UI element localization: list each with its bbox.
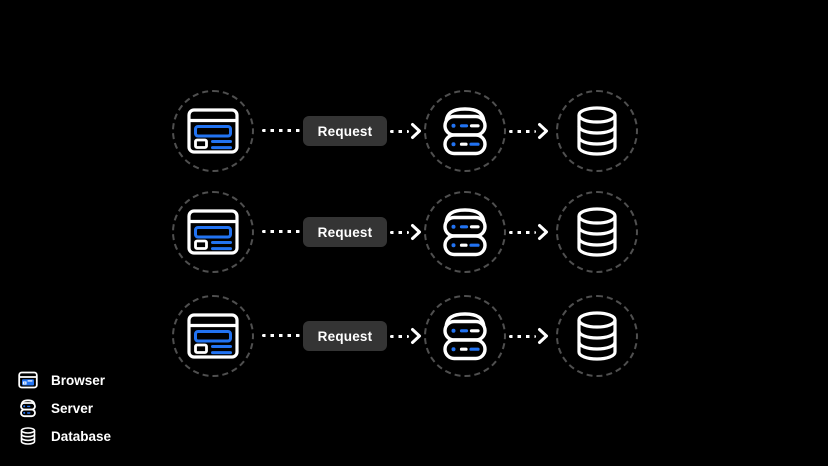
arrowhead-icon (410, 327, 422, 345)
database-node (556, 191, 638, 273)
dotted-arrow (390, 122, 422, 140)
dotted-arrow (390, 223, 422, 241)
dotted-connector (509, 334, 536, 338)
legend-item-server: Server (18, 398, 111, 418)
dotted-arrow (509, 327, 549, 345)
browser-icon (18, 370, 38, 390)
arrowhead-icon (537, 223, 549, 241)
request-label: Request (303, 217, 387, 247)
legend-item-database: Database (18, 426, 111, 446)
database-icon (574, 206, 620, 258)
dotted-connector (509, 230, 536, 234)
browser-icon (187, 209, 239, 255)
legend-label: Server (51, 400, 94, 416)
browser-node (172, 191, 254, 273)
dotted-connector (262, 129, 300, 132)
browser-node (172, 90, 254, 172)
arrowhead-icon (537, 327, 549, 345)
server-icon (438, 205, 492, 259)
request-label: Request (303, 321, 387, 351)
server-node (424, 90, 506, 172)
dotted-arrow (509, 122, 549, 140)
server-icon (438, 309, 492, 363)
arrowhead-icon (410, 223, 422, 241)
server-node (424, 295, 506, 377)
dotted-arrow (390, 327, 422, 345)
arrowhead-icon (537, 122, 549, 140)
legend-label: Database (51, 428, 112, 444)
server-icon (438, 104, 492, 158)
legend-label: Browser (51, 372, 106, 388)
dotted-arrow (509, 223, 549, 241)
server-node (424, 191, 506, 273)
database-node (556, 90, 638, 172)
browser-node (172, 295, 254, 377)
legend-item-browser: Browser (18, 370, 111, 390)
dotted-connector (262, 230, 300, 233)
database-node (556, 295, 638, 377)
dotted-connector (509, 129, 536, 133)
server-icon (18, 398, 38, 418)
database-icon (18, 426, 38, 446)
dotted-connector (262, 334, 300, 337)
legend: Browser Server Database (18, 370, 111, 446)
browser-icon (187, 313, 239, 359)
arrowhead-icon (410, 122, 422, 140)
request-label: Request (303, 116, 387, 146)
dotted-connector (390, 230, 409, 234)
dotted-connector (390, 334, 409, 338)
database-icon (574, 310, 620, 362)
database-icon (574, 105, 620, 157)
dotted-connector (390, 129, 409, 133)
browser-icon (187, 108, 239, 154)
